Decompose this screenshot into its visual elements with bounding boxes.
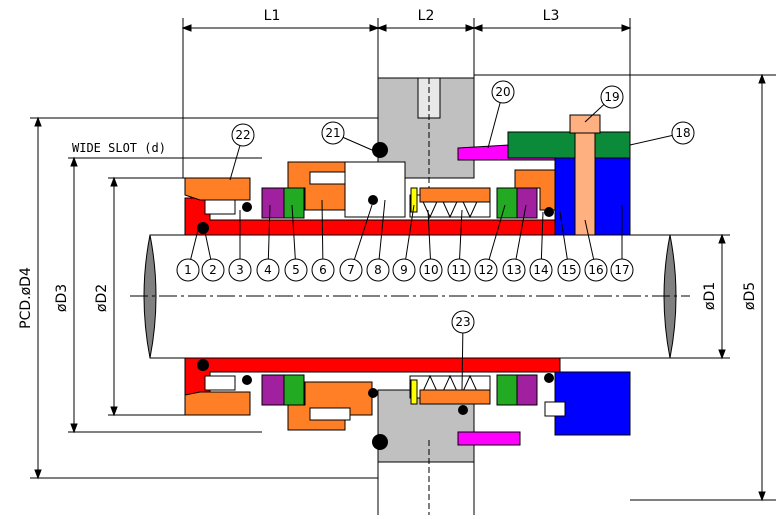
callout-bubble-7 bbox=[339, 258, 363, 282]
callout-bubble-17 bbox=[610, 258, 634, 282]
callout-bubble-23 bbox=[451, 310, 475, 334]
callout-bubble-15 bbox=[557, 258, 581, 282]
dim-D1: øD1 bbox=[702, 282, 718, 310]
wide-slot-note: WIDE SLOT (d) bbox=[72, 141, 166, 155]
dim-D4: PCD.øD4 bbox=[18, 267, 34, 329]
callout-label-8: 8 bbox=[374, 263, 382, 277]
callout-label-4: 4 bbox=[264, 263, 272, 277]
callout-19: 19 bbox=[584, 85, 624, 123]
dim-D2: øD2 bbox=[94, 284, 110, 312]
callout-1: 1 bbox=[176, 229, 200, 282]
callout-label-1: 1 bbox=[184, 263, 192, 277]
callout-bubble-18 bbox=[671, 121, 695, 145]
callout-9: 9 bbox=[392, 204, 416, 282]
callout-bubble-5 bbox=[284, 258, 308, 282]
callout-label-22: 22 bbox=[235, 128, 250, 142]
callout-label-16: 16 bbox=[588, 263, 603, 277]
callout-10: 10 bbox=[419, 209, 443, 282]
callout-17: 17 bbox=[610, 205, 634, 282]
callout-label-7: 7 bbox=[347, 263, 355, 277]
callout-label-11: 11 bbox=[451, 263, 466, 277]
callout-20: 20 bbox=[487, 80, 515, 149]
callout-label-21: 21 bbox=[325, 126, 340, 140]
callout-label-23: 23 bbox=[455, 315, 470, 329]
callout-bubble-20 bbox=[491, 80, 515, 104]
callout-bubble-19 bbox=[600, 85, 624, 109]
callout-bubble-9 bbox=[392, 258, 416, 282]
callout-11: 11 bbox=[447, 209, 471, 282]
callout-18: 18 bbox=[629, 121, 695, 146]
callout-bubble-22 bbox=[231, 123, 255, 147]
callout-4: 4 bbox=[256, 204, 280, 282]
callout-label-5: 5 bbox=[292, 263, 300, 277]
callout-label-14: 14 bbox=[533, 263, 548, 277]
callout-label-10: 10 bbox=[423, 263, 438, 277]
callout-bubble-16 bbox=[584, 258, 608, 282]
dimension-lines bbox=[30, 18, 776, 515]
callout-label-2: 2 bbox=[209, 263, 217, 277]
callout-5: 5 bbox=[284, 204, 308, 282]
callout-label-15: 15 bbox=[561, 263, 576, 277]
callout-bubble-4 bbox=[256, 258, 280, 282]
callout-bubble-6 bbox=[311, 258, 335, 282]
shaft bbox=[130, 234, 690, 359]
callout-label-17: 17 bbox=[614, 263, 629, 277]
callout-13: 13 bbox=[502, 204, 527, 282]
callout-8: 8 bbox=[366, 199, 390, 282]
callout-14: 14 bbox=[529, 211, 553, 282]
callout-label-3: 3 bbox=[236, 263, 244, 277]
callout-bubble-21 bbox=[321, 121, 345, 145]
callout-bubble-13 bbox=[502, 258, 526, 282]
callout-bubble-1 bbox=[176, 258, 200, 282]
callout-label-18: 18 bbox=[675, 126, 690, 140]
callout-15: 15 bbox=[557, 211, 581, 282]
callout-leader-8 bbox=[377, 199, 386, 271]
callout-label-13: 13 bbox=[506, 263, 521, 277]
callout-6: 6 bbox=[311, 199, 335, 282]
callout-bubble-2 bbox=[201, 258, 225, 282]
callout-16: 16 bbox=[584, 219, 608, 282]
callout-3: 3 bbox=[228, 210, 252, 282]
top-half bbox=[184, 114, 631, 236]
callout-22: 22 bbox=[229, 123, 255, 181]
bottom-half bbox=[184, 357, 631, 450]
callout-12: 12 bbox=[474, 204, 506, 282]
dim-L3: L3 bbox=[543, 8, 560, 24]
callout-leader-6 bbox=[321, 199, 324, 271]
dim-L2: L2 bbox=[418, 8, 435, 24]
callout-bubble-3 bbox=[228, 258, 252, 282]
callout-label-19: 19 bbox=[604, 90, 619, 104]
callout-label-12: 12 bbox=[478, 263, 493, 277]
callout-bubble-12 bbox=[474, 258, 498, 282]
dim-D3: øD3 bbox=[54, 284, 70, 312]
callout-label-9: 9 bbox=[400, 263, 408, 277]
callout-23: 23 bbox=[451, 310, 475, 391]
callout-bubble-14 bbox=[529, 258, 553, 282]
callout-21: 21 bbox=[321, 121, 373, 151]
callout-2: 2 bbox=[201, 231, 225, 282]
callout-label-6: 6 bbox=[319, 263, 327, 277]
callout-bubble-8 bbox=[366, 258, 390, 282]
callout-bubble-10 bbox=[419, 258, 443, 282]
dim-D5: øD5 bbox=[742, 282, 758, 310]
callout-7: 7 bbox=[339, 204, 373, 282]
dim-L1: L1 bbox=[264, 8, 281, 24]
dimension-labels: L1 L2 L3 PCD.øD4 øD3 øD2 øD1 øD5 WIDE SL… bbox=[18, 8, 758, 329]
callout-label-20: 20 bbox=[495, 85, 510, 99]
callout-bubble-11 bbox=[447, 258, 471, 282]
